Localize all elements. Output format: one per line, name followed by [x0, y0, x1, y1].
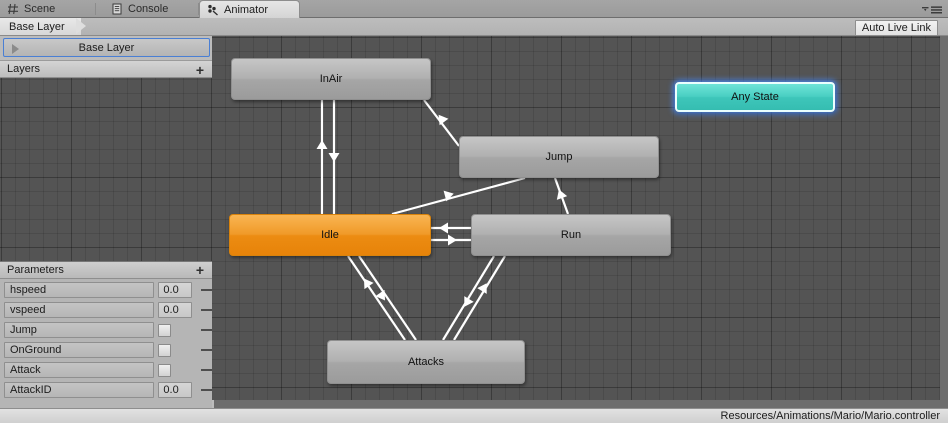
- arrow-idle-to-run: [448, 234, 457, 246]
- parameters-section-title: Parameters: [7, 264, 64, 276]
- state-label-idle: Idle: [321, 229, 339, 241]
- state-label-attacks: Attacks: [407, 356, 445, 368]
- parameter-row: vspeed 0.0: [0, 300, 212, 320]
- horizontal-scrollbar-thumb[interactable]: [212, 400, 214, 408]
- tab-animator[interactable]: Animator: [199, 0, 300, 18]
- parameter-name-label: Attack: [10, 364, 41, 376]
- breadcrumb-label: Base Layer: [9, 20, 65, 33]
- add-parameter-button[interactable]: +: [195, 262, 204, 278]
- state-node-attacks[interactable]: Attacks: [327, 340, 525, 384]
- state-label-jump: Jump: [545, 151, 573, 163]
- parameter-row: Jump: [0, 320, 212, 340]
- parameters-section-header: Parameters +: [0, 262, 212, 279]
- tab-animator-label: Animator: [224, 3, 269, 16]
- breadcrumb-arrow-icon: [76, 18, 86, 34]
- remove-parameter-button[interactable]: [201, 289, 212, 291]
- arrow-jump-to-inair: [434, 111, 449, 126]
- parameter-name-label: AttackID: [10, 384, 52, 396]
- tab-separator-1: [95, 3, 96, 15]
- parameter-checkbox[interactable]: [158, 323, 172, 337]
- auto-live-link-button[interactable]: Auto Live Link: [854, 20, 938, 36]
- parameter-value-field[interactable]: 0.0: [158, 282, 193, 298]
- tab-console-label: Console: [128, 3, 169, 15]
- parameter-name-field[interactable]: vspeed: [4, 302, 155, 318]
- layer-item-label: Base Layer: [78, 41, 135, 54]
- parameter-name-field[interactable]: OnGround: [4, 342, 155, 358]
- parameter-row: Attack: [0, 360, 212, 380]
- parameter-value-field[interactable]: 0.0: [158, 302, 193, 318]
- state-label-run: Run: [560, 229, 582, 241]
- arrow-run-to-idle: [439, 222, 448, 234]
- layers-section-title: Layers: [7, 63, 41, 75]
- parameters-list: hspeed 0.0 vspeed 0.0 Jump OnGround At: [0, 280, 212, 400]
- tab-scene-label: Scene: [24, 3, 56, 15]
- arrow-idle-to-inair: [316, 140, 328, 149]
- animator-graph-canvas[interactable]: InAir Jump Any State Idle Run Attacks: [0, 36, 948, 408]
- state-label-any-state: Any State: [731, 91, 779, 103]
- transition-edges: [316, 99, 570, 341]
- remove-parameter-button[interactable]: [201, 389, 212, 391]
- parameter-value-label: 0.0: [163, 284, 179, 296]
- parameter-name-field[interactable]: Jump: [4, 322, 155, 338]
- parameter-name-field[interactable]: AttackID: [4, 382, 155, 398]
- parameter-name-label: vspeed: [10, 304, 46, 316]
- parameter-checkbox[interactable]: [158, 363, 172, 377]
- add-layer-button[interactable]: +: [195, 62, 204, 78]
- parameter-checkbox-wrap: [158, 342, 192, 358]
- horizontal-scrollbar[interactable]: [212, 400, 948, 408]
- parameters-panel: Parameters + hspeed 0.0 vspeed 0.0 Jump …: [0, 261, 212, 408]
- tab-console[interactable]: Console: [104, 0, 198, 18]
- expand-triangle-icon[interactable]: [12, 44, 19, 54]
- parameter-name-label: hspeed: [10, 284, 47, 296]
- state-node-any-state[interactable]: Any State: [675, 82, 835, 112]
- state-node-inair[interactable]: InAir: [231, 58, 431, 100]
- state-label-inair: InAir: [319, 73, 343, 85]
- parameter-name-label: OnGround: [10, 344, 62, 356]
- parameter-checkbox-wrap: [158, 322, 192, 338]
- layers-section-header: Layers +: [0, 60, 212, 78]
- parameter-row: AttackID 0.0: [0, 380, 212, 400]
- grid-icon: [7, 3, 19, 15]
- tab-separator-2: [198, 3, 199, 15]
- breadcrumb-bar: Base Layer Auto Live Link: [0, 18, 948, 36]
- remove-parameter-button[interactable]: [201, 329, 212, 331]
- state-node-idle[interactable]: Idle: [229, 214, 431, 256]
- parameter-checkbox-wrap: [158, 362, 192, 378]
- parameter-value-field[interactable]: 0.0: [158, 382, 193, 398]
- breadcrumb-base-layer[interactable]: Base Layer: [0, 18, 81, 35]
- layer-item-base-layer[interactable]: Base Layer: [3, 38, 210, 57]
- hamburger-menu-icon[interactable]: [921, 4, 943, 15]
- parameter-checkbox[interactable]: [158, 343, 172, 357]
- status-bar: Resources/Animations/Mario/Mario.control…: [0, 408, 948, 423]
- auto-live-link-label: Auto Live Link: [861, 22, 931, 34]
- parameter-value-label: 0.0: [163, 384, 179, 396]
- document-icon: [111, 3, 123, 15]
- vertical-scrollbar[interactable]: [940, 36, 948, 408]
- editor-tab-bar: Scene Console: [0, 0, 948, 18]
- arrow-run-to-jump: [553, 187, 568, 200]
- remove-parameter-button[interactable]: [201, 369, 212, 371]
- parameter-row: OnGround: [0, 340, 212, 360]
- animator-icon: [207, 4, 219, 16]
- parameter-value-label: 0.0: [163, 304, 179, 316]
- layers-panel: Base Layer Layers +: [0, 36, 212, 78]
- tab-scene[interactable]: Scene: [0, 0, 95, 18]
- state-node-run[interactable]: Run: [471, 214, 671, 256]
- arrow-inair-to-idle: [328, 153, 340, 162]
- asset-path-label: Resources/Animations/Mario/Mario.control…: [720, 410, 940, 422]
- parameter-name-label: Jump: [10, 324, 37, 336]
- parameter-row: hspeed 0.0: [0, 280, 212, 300]
- parameter-name-field[interactable]: Attack: [4, 362, 155, 378]
- remove-parameter-button[interactable]: [201, 349, 212, 351]
- state-node-jump[interactable]: Jump: [459, 136, 659, 178]
- remove-parameter-button[interactable]: [201, 309, 212, 311]
- parameter-name-field[interactable]: hspeed: [4, 282, 155, 298]
